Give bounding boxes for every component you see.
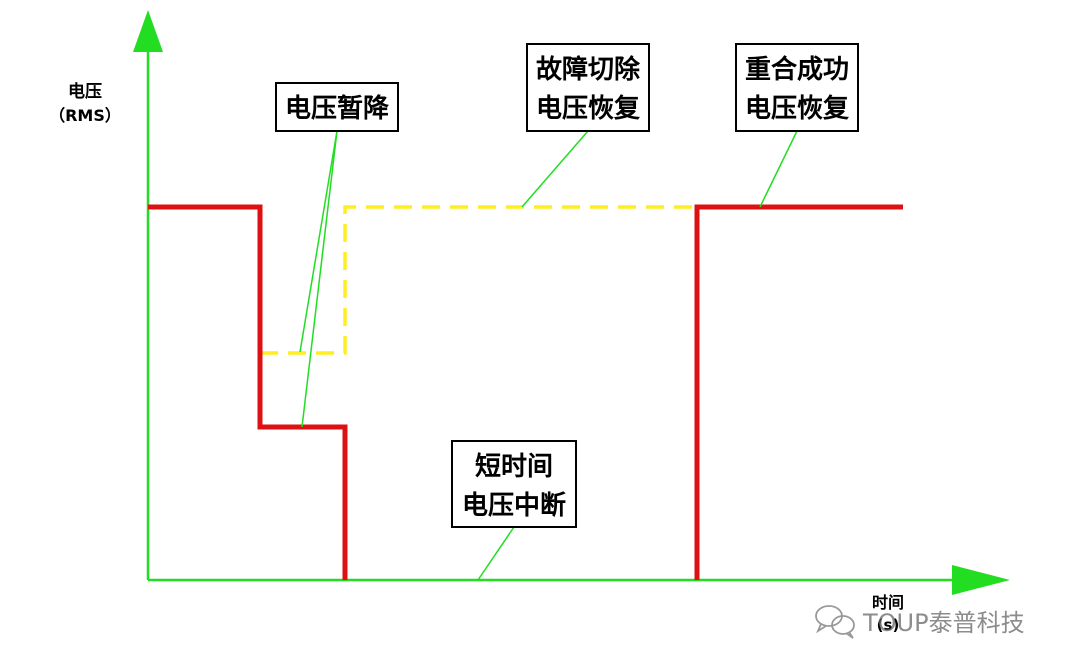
interrupt-callout-line1: 短时间 <box>475 452 553 482</box>
x-axis-label-line2: (s) <box>877 616 900 634</box>
voltage-trace-sag <box>148 204 348 580</box>
x-axis-label-line1: 时间 <box>872 593 904 612</box>
recovery-trace <box>260 205 697 355</box>
y-axis-label-line1: 电压 <box>68 81 102 102</box>
sag-callout-label: 电压暂降 <box>285 93 390 124</box>
interrupt-callout-box <box>451 440 577 528</box>
reclose-callout: 重合成功 电压恢复 <box>735 43 859 132</box>
x-axis-arrow <box>952 565 1010 595</box>
interrupt-leader <box>477 526 515 581</box>
fault-clear-leader <box>521 130 589 208</box>
watermark: TOUP泰普科技 <box>815 605 1025 639</box>
voltage-trace-reclose <box>694 204 903 580</box>
sag-callout-box <box>275 82 399 132</box>
interrupt-callout: 短时间 电压中断 <box>451 440 577 528</box>
reclose-leader <box>759 130 798 208</box>
y-axis-label-line2: （RMS） <box>49 106 121 125</box>
y-axis-arrow <box>133 10 163 52</box>
fault-clear-callout-line1: 故障切除 <box>536 54 641 85</box>
fault-clear-callout: 故障切除 电压恢复 <box>526 43 650 132</box>
fault-clear-callout-line2: 电压恢复 <box>536 94 641 124</box>
watermark-text: TOUP泰普科技 <box>862 609 1025 637</box>
reclose-callout-line2: 电压恢复 <box>745 94 850 124</box>
interrupt-callout-line2: 电压中断 <box>462 490 566 521</box>
wechat-icon <box>815 605 855 639</box>
fault-clear-callout-box <box>526 43 650 132</box>
sag-leader-1 <box>299 130 338 353</box>
sag-leader-2 <box>301 130 338 428</box>
reclose-callout-line1: 重合成功 <box>745 54 849 85</box>
sag-callout: 电压暂降 <box>275 82 399 132</box>
reclose-callout-box <box>735 43 859 132</box>
